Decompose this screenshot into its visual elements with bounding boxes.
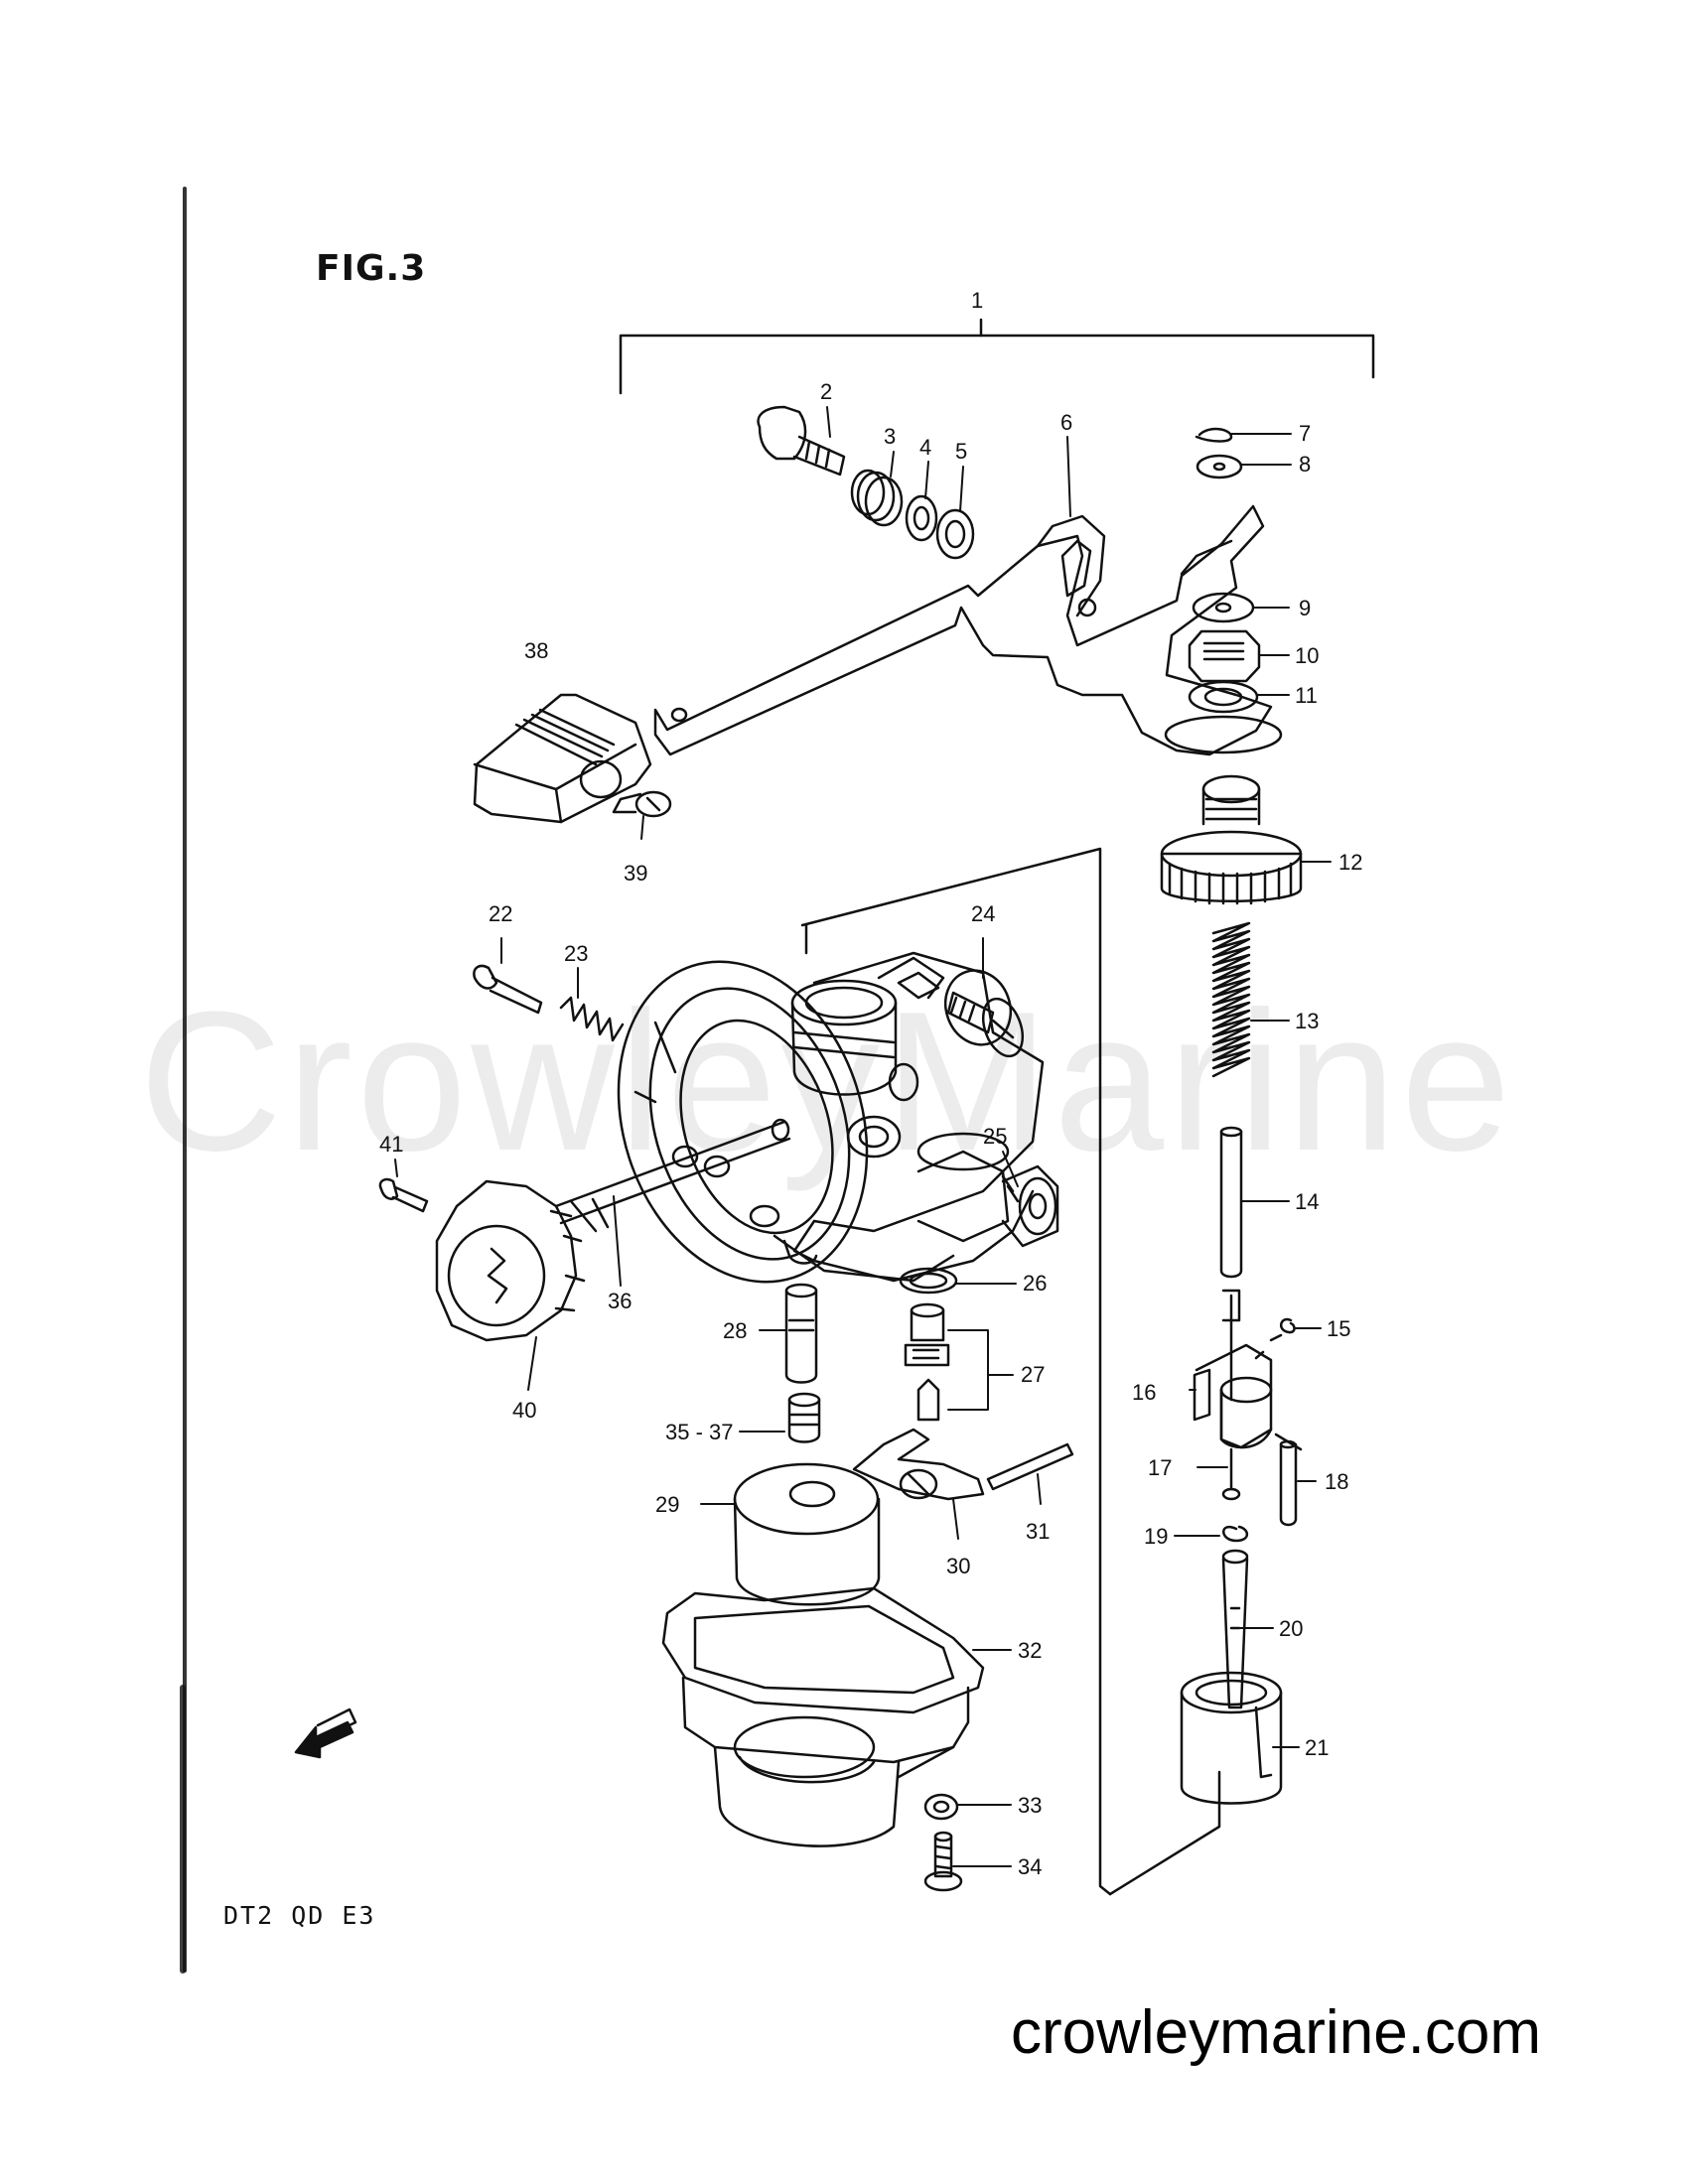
screw-part [757, 405, 846, 477]
needle-valve-part [904, 1302, 950, 1422]
main-jet-part [787, 1392, 821, 1443]
jet-tube-part [784, 1283, 818, 1384]
callout-9: 9 [1299, 596, 1311, 620]
callout-6: 6 [1060, 410, 1072, 435]
choke-shaft-part [554, 1118, 791, 1233]
callout-20: 20 [1279, 1616, 1303, 1641]
callout-4: 4 [919, 435, 931, 460]
carburetor-body [617, 951, 1059, 1284]
watermark-text: CrowleyMarine [139, 971, 1515, 1192]
callout-21: 21 [1305, 1735, 1329, 1760]
throttle-needle-part [1221, 1549, 1249, 1709]
callout-39: 39 [624, 861, 647, 886]
callout-24: 24 [971, 901, 995, 926]
e-ring-part [1222, 1525, 1249, 1543]
callout-10: 10 [1295, 643, 1319, 668]
callout-7: 7 [1299, 421, 1311, 446]
cotter-pin-part [1195, 427, 1233, 443]
washer-part [923, 1793, 959, 1821]
callout-14: 14 [1295, 1189, 1319, 1214]
needle-clip-part [1269, 1317, 1296, 1342]
throttle-valve-part [1180, 1671, 1283, 1805]
assembly-bracket [619, 334, 1375, 395]
callout-26: 26 [1023, 1271, 1047, 1296]
callout-16: 16 [1132, 1380, 1156, 1405]
float-arm-part [852, 1428, 985, 1501]
spring-part [559, 996, 625, 1042]
fwd-arrow-label: FWD [307, 1724, 343, 1752]
callout-18: 18 [1325, 1469, 1348, 1494]
callout-31: 31 [1026, 1519, 1050, 1544]
callout-19: 19 [1144, 1524, 1168, 1549]
callout-15: 15 [1327, 1316, 1350, 1341]
return-spring-part [1211, 921, 1251, 1078]
callout-11: 11 [1295, 683, 1318, 708]
callout-17: 17 [1148, 1455, 1172, 1480]
drain-screw-part [923, 1831, 963, 1892]
model-code: DT2 QD E3 [223, 1901, 376, 1930]
callout-38: 38 [524, 638, 548, 663]
pin-part [1274, 1433, 1303, 1527]
callout-29: 29 [655, 1492, 679, 1517]
float-pin-part [986, 1442, 1074, 1491]
spring-part [850, 469, 904, 527]
callout-25: 25 [983, 1124, 1007, 1149]
float-bowl-gasket-part [661, 1586, 985, 1714]
o-ring-part [943, 969, 1013, 1046]
callout-1: 1 [971, 288, 983, 313]
callout-27: 27 [1021, 1362, 1045, 1387]
callout-23: 23 [564, 941, 588, 966]
callout-5: 5 [955, 439, 967, 464]
mixing-chamber-cap [1160, 774, 1303, 905]
leader-lines [394, 406, 1332, 1867]
enclosure-outline [800, 847, 1112, 1896]
cover-cap-part [473, 693, 652, 824]
callout-32: 32 [1018, 1638, 1042, 1663]
float-part [733, 1462, 881, 1606]
callout-34: 34 [1018, 1854, 1042, 1879]
website-footer: crowleymarine.com [1011, 1998, 1542, 2067]
washer-part [905, 494, 938, 542]
callout-3: 3 [884, 424, 896, 449]
callout-12: 12 [1338, 850, 1362, 875]
callout-2: 2 [820, 379, 832, 404]
callout-30: 30 [946, 1554, 970, 1578]
washer-part [935, 508, 975, 560]
callout-28: 28 [723, 1318, 747, 1343]
throttle-linkage-part [1193, 1289, 1273, 1449]
callout-33: 33 [1018, 1793, 1042, 1818]
callout-41: 41 [379, 1132, 403, 1157]
screw-part [378, 1177, 429, 1213]
nut-part [1188, 629, 1261, 683]
screw-part [612, 790, 672, 818]
float-bowl-part [681, 1676, 970, 1847]
callout-40: 40 [512, 1398, 536, 1423]
fwd-arrow-icon [294, 1707, 357, 1759]
figure-title: FIG.3 [316, 248, 427, 289]
push-rod-part [1219, 1126, 1243, 1279]
gasket-part [899, 1267, 958, 1295]
callout-22: 22 [489, 901, 512, 926]
jet-needle-part [1221, 1447, 1241, 1501]
callout-13: 13 [1295, 1009, 1319, 1033]
callout-35-37: 35 - 37 [665, 1420, 734, 1444]
throttle-lever-bracket [653, 504, 1273, 756]
choke-knob-part [435, 1179, 586, 1342]
callout-8: 8 [1299, 452, 1311, 477]
callout-36: 36 [608, 1289, 632, 1313]
screw-part [473, 964, 543, 1015]
